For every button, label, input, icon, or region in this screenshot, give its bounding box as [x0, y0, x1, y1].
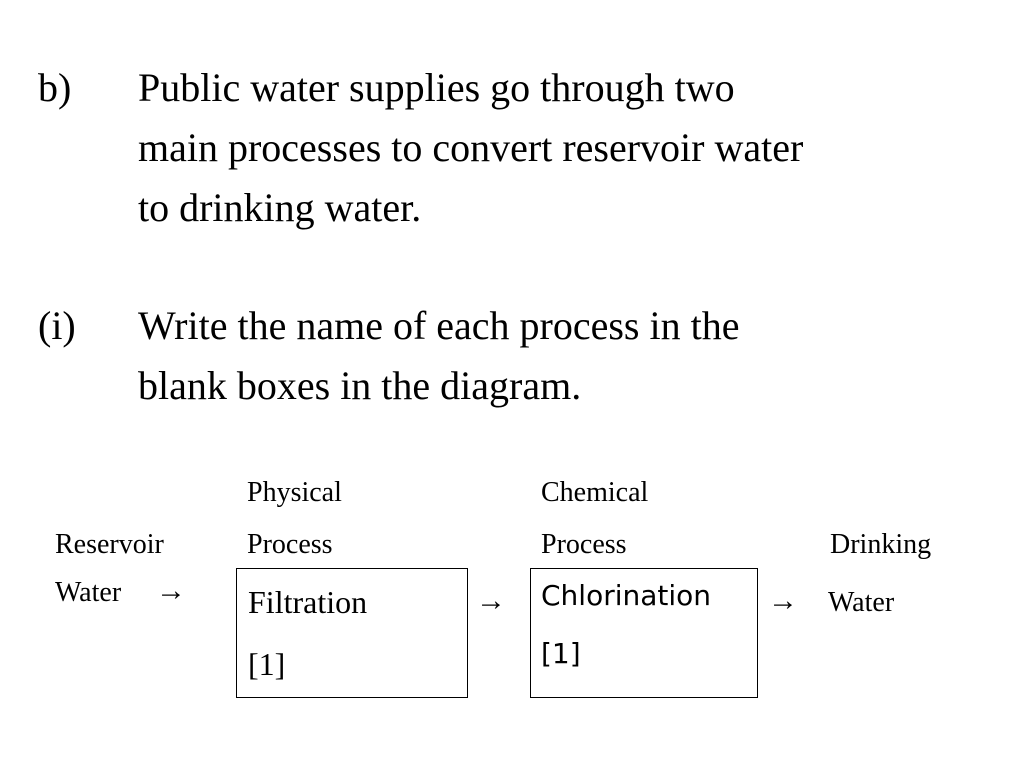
question-b-line: to drinking water.: [138, 185, 422, 230]
physical-process-marks: [1]: [248, 646, 286, 682]
question-b-line: Public water supplies go through two: [138, 65, 735, 110]
question-i-line: blank boxes in the diagram.: [138, 363, 582, 408]
question-b-line: main processes to convert reservoir wate…: [138, 125, 804, 170]
arrow-right-icon: →: [768, 584, 798, 617]
source-label-line1: Reservoir: [55, 529, 164, 560]
question-i-text: Write the name of each process in the bl…: [138, 296, 739, 416]
question-b-text: Public water supplies go through two mai…: [138, 58, 803, 238]
arrow-right-icon: →: [476, 584, 506, 617]
source-label-line2: Water: [55, 577, 122, 608]
question-i-line: Write the name of each process in the: [138, 303, 740, 348]
physical-heading-line1: Physical: [247, 477, 342, 508]
output-label-line1: Drinking: [830, 529, 932, 560]
physical-heading-line2: Process: [247, 529, 333, 560]
question-b-label: b): [38, 65, 72, 110]
question-i-label: (i): [38, 303, 76, 348]
chemical-heading-line2: Process: [541, 529, 627, 560]
output-label-line2: Water: [828, 587, 895, 618]
chemical-process-answer: Chlorination: [541, 579, 712, 612]
chemical-process-box: [530, 568, 758, 698]
chemical-heading-line1: Chemical: [541, 477, 649, 508]
arrow-right-icon: →: [156, 574, 186, 607]
physical-process-box: [236, 568, 468, 698]
chemical-process-marks: [1]: [541, 637, 581, 670]
physical-process-answer: Filtration: [248, 584, 368, 620]
